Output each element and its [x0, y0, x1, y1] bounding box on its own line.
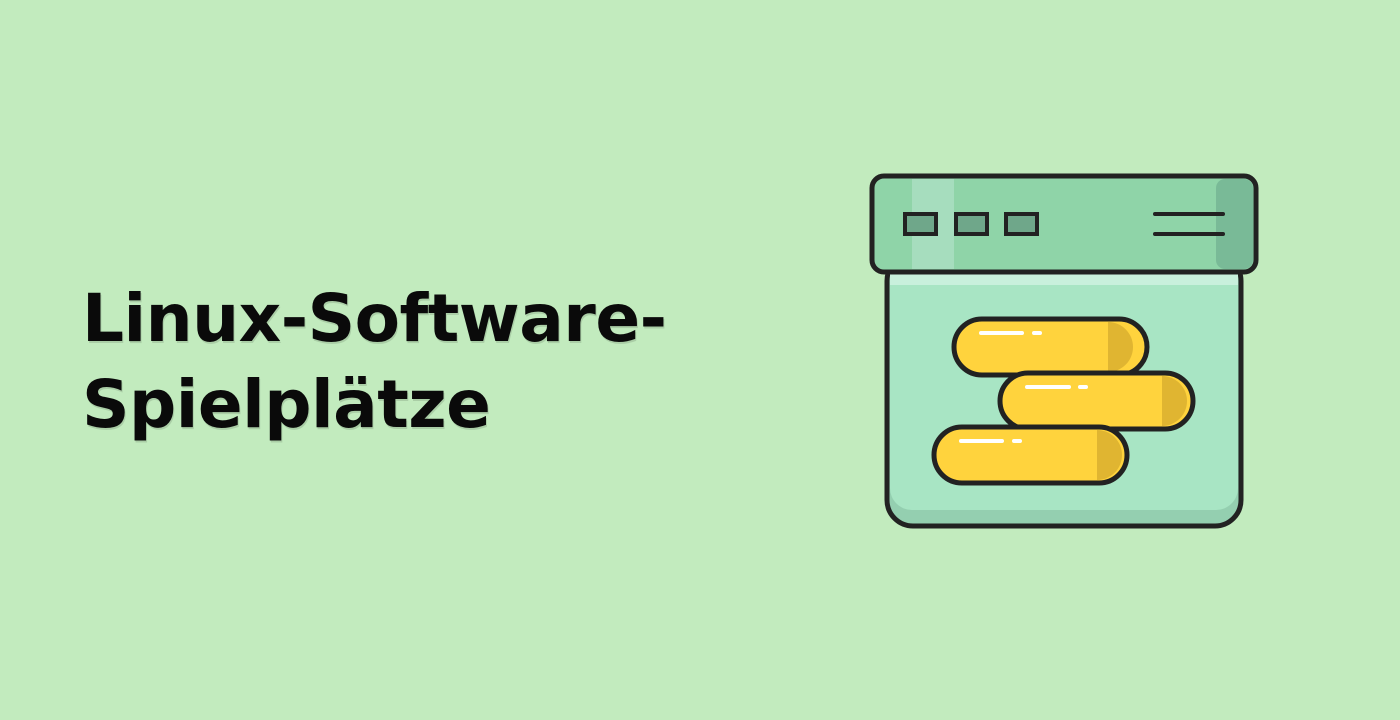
window-control-icons — [903, 212, 1039, 236]
page-title: Linux-Software- Spielplätze — [82, 276, 667, 448]
stacked-pills-icon — [931, 316, 1196, 486]
browser-window-illustration — [860, 165, 1270, 540]
title-bar — [869, 173, 1259, 275]
pill-middle — [997, 370, 1196, 432]
window-control-icon — [954, 212, 989, 236]
page-title-line-1: Linux-Software- — [82, 280, 667, 357]
window-control-icon — [903, 212, 938, 236]
window-control-icon — [1004, 212, 1039, 236]
pill-top — [951, 316, 1150, 378]
menu-icon — [1153, 212, 1225, 236]
pill-bottom — [931, 424, 1130, 486]
page-title-line-2: Spielplätze — [82, 366, 491, 443]
